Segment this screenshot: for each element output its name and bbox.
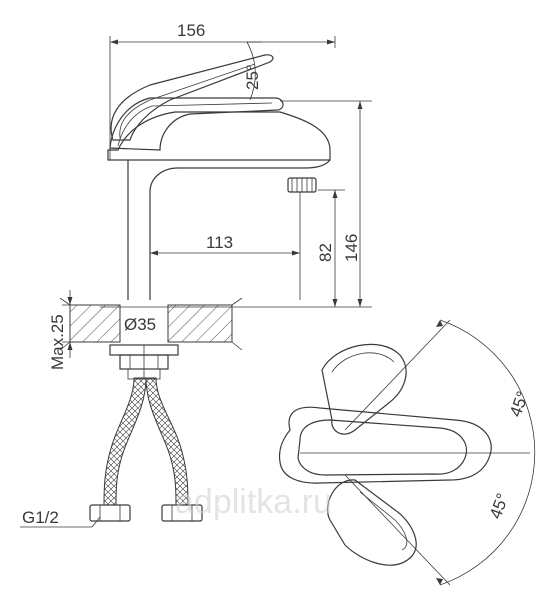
mounting-nut [109, 344, 179, 380]
lever-handle [109, 54, 284, 151]
dim-max-deck-label: Max.25 [48, 314, 67, 370]
lever-rotated-down [327, 479, 417, 566]
faucet-body [107, 111, 331, 300]
countertop-section: Ø35 [59, 297, 243, 351]
thread-label: G1/2 [22, 508, 59, 527]
rotation-bottom-label: 45° [486, 491, 513, 522]
rotation-arc: 45° 45° [300, 319, 536, 586]
dim-hole-diameter-label: Ø35 [124, 315, 156, 334]
lever-rotated-up [321, 343, 407, 435]
dim-total-height-label: 146 [342, 234, 361, 262]
dim-max-deck: Max.25 [48, 290, 100, 370]
rotation-top-label: 45° [506, 389, 533, 420]
dim-spout-height-label: 82 [316, 243, 335, 262]
dim-spout-reach: 113 [150, 233, 300, 256]
lever-center [278, 406, 492, 484]
dim-total-length-label: 156 [177, 21, 205, 40]
hose-fittings [89, 504, 203, 522]
watermark: adplitka.ru [175, 483, 332, 521]
dim-total-height: 146 [100, 100, 372, 308]
side-view: 156 25° [20, 21, 372, 528]
dim-total-length: 156 [109, 21, 336, 160]
dim-spout-height: 82 [316, 189, 345, 307]
top-view: 45° 45° [278, 319, 536, 586]
thread-callout: G1/2 [20, 508, 101, 528]
dim-spout-reach-label: 113 [206, 233, 233, 252]
